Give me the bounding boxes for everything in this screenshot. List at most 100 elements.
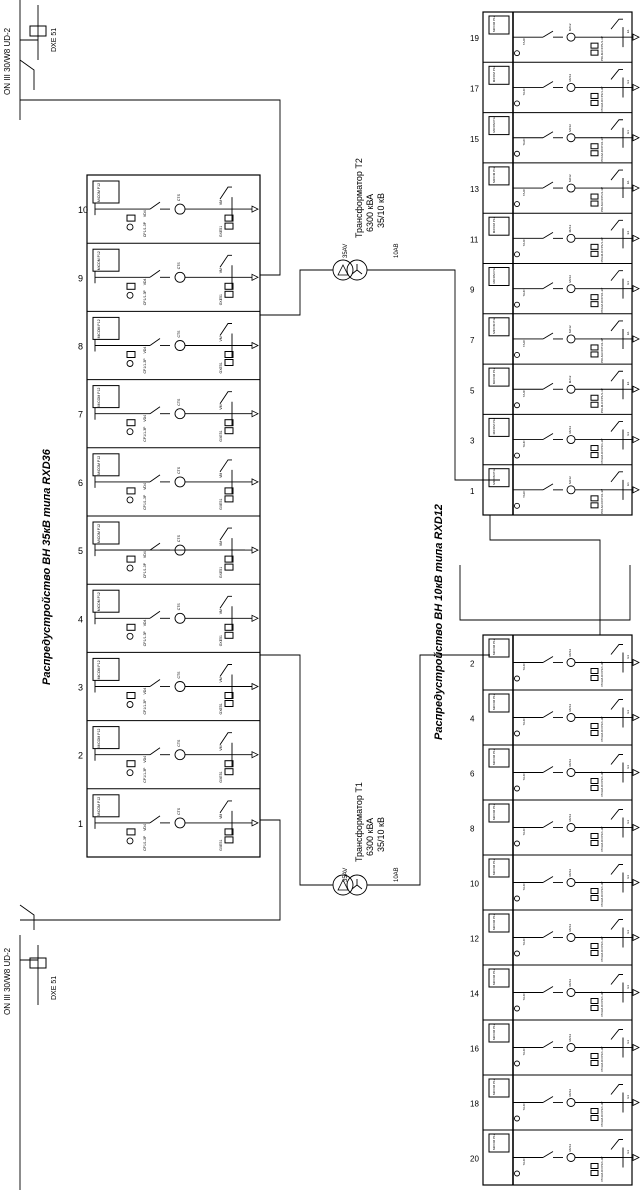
- mvt-label: MZ12: [568, 275, 572, 283]
- cable-terminal: [632, 1043, 640, 1052]
- indicator-box: [126, 282, 136, 290]
- sensor-box: [590, 950, 599, 956]
- t1-hv-cable: [260, 654, 333, 886]
- sensor-box: [590, 730, 599, 736]
- tajc-label: TAJC: [522, 439, 526, 447]
- t1-hv: 35AV: [343, 868, 349, 882]
- sensor-box: [224, 700, 234, 707]
- sensor-box: [224, 760, 234, 768]
- relay-label: MiCOM P12: [492, 858, 496, 875]
- pom-label: POLM-D: [600, 200, 604, 213]
- cpt-label: CP1/1-3P: [600, 881, 604, 894]
- breaker-contact: [542, 231, 554, 239]
- rxd36-cell-number: 3: [78, 683, 83, 693]
- t2-lv-termination: [454, 460, 500, 481]
- e-label: E1: [626, 381, 630, 385]
- relay-label: MiCOM P12: [97, 524, 101, 543]
- relay-label: MiCOM P12: [97, 728, 101, 747]
- e-label: E1: [626, 331, 630, 335]
- breaker-contact: [149, 269, 161, 278]
- ct-label: CTS: [177, 671, 181, 679]
- pom-label: POLM-D: [600, 894, 604, 907]
- sensor-box: [590, 243, 599, 250]
- breaker-label: VD4: [143, 278, 147, 285]
- relay-label: MiCOM P12: [492, 693, 496, 710]
- breaker-contact: [542, 131, 554, 139]
- cable-terminal: [251, 546, 259, 554]
- t2-hv-cable: [260, 269, 333, 316]
- e-label: E1: [626, 281, 630, 285]
- ct-symbol: [566, 823, 576, 832]
- ct-symbol: [566, 384, 576, 394]
- vm-label: VM: [219, 609, 223, 614]
- pom-label: POLM-D: [600, 350, 604, 363]
- ct-symbol: [566, 988, 576, 997]
- sensor-box: [590, 150, 599, 157]
- cpt-label: CP1/1-3P: [600, 489, 604, 502]
- sensor-box: [224, 214, 234, 222]
- pom-label: POLM-D: [600, 99, 604, 112]
- indicator: [126, 291, 134, 299]
- relay-box: [92, 385, 120, 409]
- indicator: [514, 50, 520, 57]
- indicator: [514, 675, 520, 682]
- incomer-bottom-arrester: [29, 957, 47, 969]
- sensor-box: [590, 895, 599, 901]
- t2-ratio: 35/10 кВ: [376, 193, 386, 228]
- ct-label: CTS: [177, 466, 181, 474]
- ct-symbol: [566, 485, 576, 495]
- relay-label: MiCOM P12: [492, 803, 496, 820]
- rxd36-title: Распредустройство ВН 35кВ типа RXD36: [41, 448, 53, 685]
- sensor-box: [590, 668, 599, 674]
- t2-delta: [337, 264, 349, 276]
- relay-box: [92, 521, 120, 545]
- tajc-label: TAJC: [522, 1047, 526, 1055]
- relay-box: [488, 858, 510, 878]
- breaker-contact: [149, 815, 161, 824]
- indicator: [126, 769, 134, 777]
- breaker-label: VD4: [143, 483, 147, 490]
- earth-switch: [219, 254, 232, 268]
- cpt-label: CP1/1-3P: [143, 494, 147, 510]
- breaker-contact: [542, 1151, 554, 1158]
- pom-label: POLM-D: [600, 839, 604, 852]
- relay-box: [488, 1078, 510, 1098]
- relay-box: [488, 913, 510, 933]
- cable-terminal: [632, 1153, 640, 1162]
- rxd12-top-cell-number: 7: [470, 336, 475, 345]
- sensor-box: [590, 351, 599, 358]
- t1-lv: 10AB: [394, 867, 400, 882]
- breaker-label: VD4: [143, 688, 147, 695]
- sensor-label: GXE51: [219, 567, 223, 578]
- earth-switch: [610, 320, 623, 332]
- breaker-contact: [542, 766, 554, 773]
- breaker-contact: [542, 282, 554, 290]
- ct-symbol: [566, 878, 576, 887]
- cable-terminal: [251, 751, 259, 759]
- mvt-label: MZ12: [568, 375, 572, 383]
- indicator: [514, 150, 520, 157]
- ct-label: CTS: [177, 739, 181, 747]
- ct-symbol: [174, 749, 186, 761]
- t1-ratio: 35/10 кВ: [376, 817, 386, 852]
- earth-switch: [610, 754, 623, 765]
- earth-switch: [610, 18, 623, 30]
- cpt-label: CP1/1-3P: [143, 289, 147, 305]
- pom-label: POLM-D: [600, 1059, 604, 1072]
- cable-terminal: [632, 713, 640, 722]
- rxd12-top-cell-number: 17: [470, 84, 479, 93]
- sensor-box: [224, 836, 234, 844]
- relay-label: MiCOM P12: [97, 456, 101, 475]
- cpt-label: CP1/1-3P: [600, 36, 604, 49]
- breaker-label: VD4: [143, 415, 147, 422]
- cpt-label: CP1/1-3P: [600, 1101, 604, 1114]
- indicator: [126, 632, 134, 640]
- sensor-box: [590, 785, 599, 791]
- feeder-to-rxd36-cell9: [20, 99, 281, 276]
- breaker-label: VD4: [143, 210, 147, 217]
- e-label: E1: [626, 29, 630, 33]
- cpt-label: CP1/1-3P: [143, 767, 147, 783]
- sensor-box: [224, 555, 234, 563]
- relay-box: [488, 417, 510, 437]
- sensor-box: [590, 840, 599, 846]
